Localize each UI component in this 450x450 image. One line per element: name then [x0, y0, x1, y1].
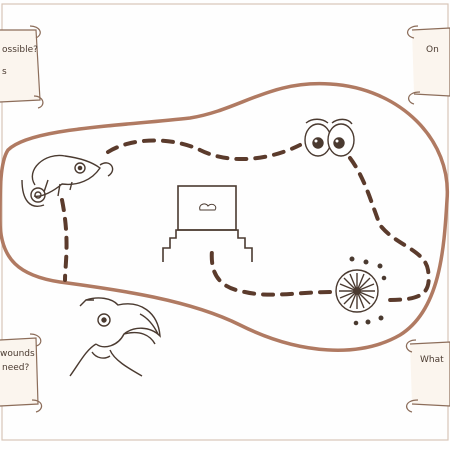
scroll-top-left-line1: ossible?: [2, 45, 38, 55]
target-icon: [335, 256, 387, 326]
journey-path: [60, 138, 431, 302]
podium-icon: [162, 185, 253, 262]
eyes-icon: [304, 118, 355, 157]
scroll-bottom-left-line1: wounds: [0, 349, 35, 359]
scroll-bottom-left: wounds need?: [0, 333, 43, 413]
scroll-bottom-right: What: [405, 339, 450, 413]
island-outline: [0, 81, 450, 352]
page-frame: [1, 3, 449, 441]
scroll-bottom-right-line1: What: [420, 355, 444, 365]
scroll-bottom-left-line2: need?: [2, 363, 29, 373]
scroll-top-right-line1: On: [426, 45, 439, 55]
scroll-top-left: ossible? s: [0, 25, 44, 109]
scroll-top-right: On: [407, 25, 450, 105]
toucan-icon: [69, 297, 161, 377]
chameleon-icon: [21, 154, 114, 207]
scroll-top-left-line2: s: [2, 67, 7, 77]
